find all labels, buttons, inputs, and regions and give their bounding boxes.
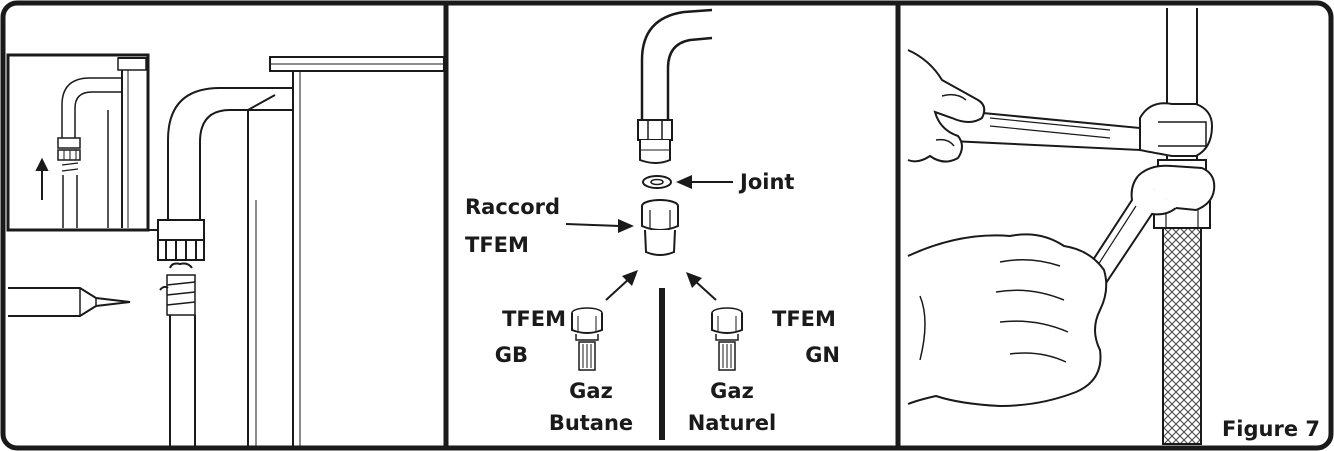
raccord-tfem-label-line1: Raccord — [465, 195, 561, 219]
raccord-tfem-label-line2: TFEM — [465, 233, 529, 257]
gaz-butane-label-line2: Butane — [548, 411, 634, 435]
tfem-gb-label-line1: TFEM — [502, 307, 566, 331]
gaz-naturel-label-line2: Naturel — [687, 411, 777, 435]
panel-2-connection-diagram — [565, 8, 743, 440]
tfem-gn-label-line2: GN — [805, 343, 840, 367]
figure-caption: Figure 7 — [1221, 417, 1320, 441]
tfem-gb-label-line2: GB — [494, 343, 528, 367]
gaz-butane-label-line1: Gaz — [569, 379, 613, 403]
panel-3-tightening-wrenches — [907, 8, 1216, 445]
panel-1-cooker-installation — [6, 53, 445, 446]
joint-label: Joint — [740, 170, 795, 194]
gaz-naturel-label-line1: Gaz — [710, 379, 754, 403]
tfem-gn-label-line1: TFEM — [772, 307, 836, 331]
